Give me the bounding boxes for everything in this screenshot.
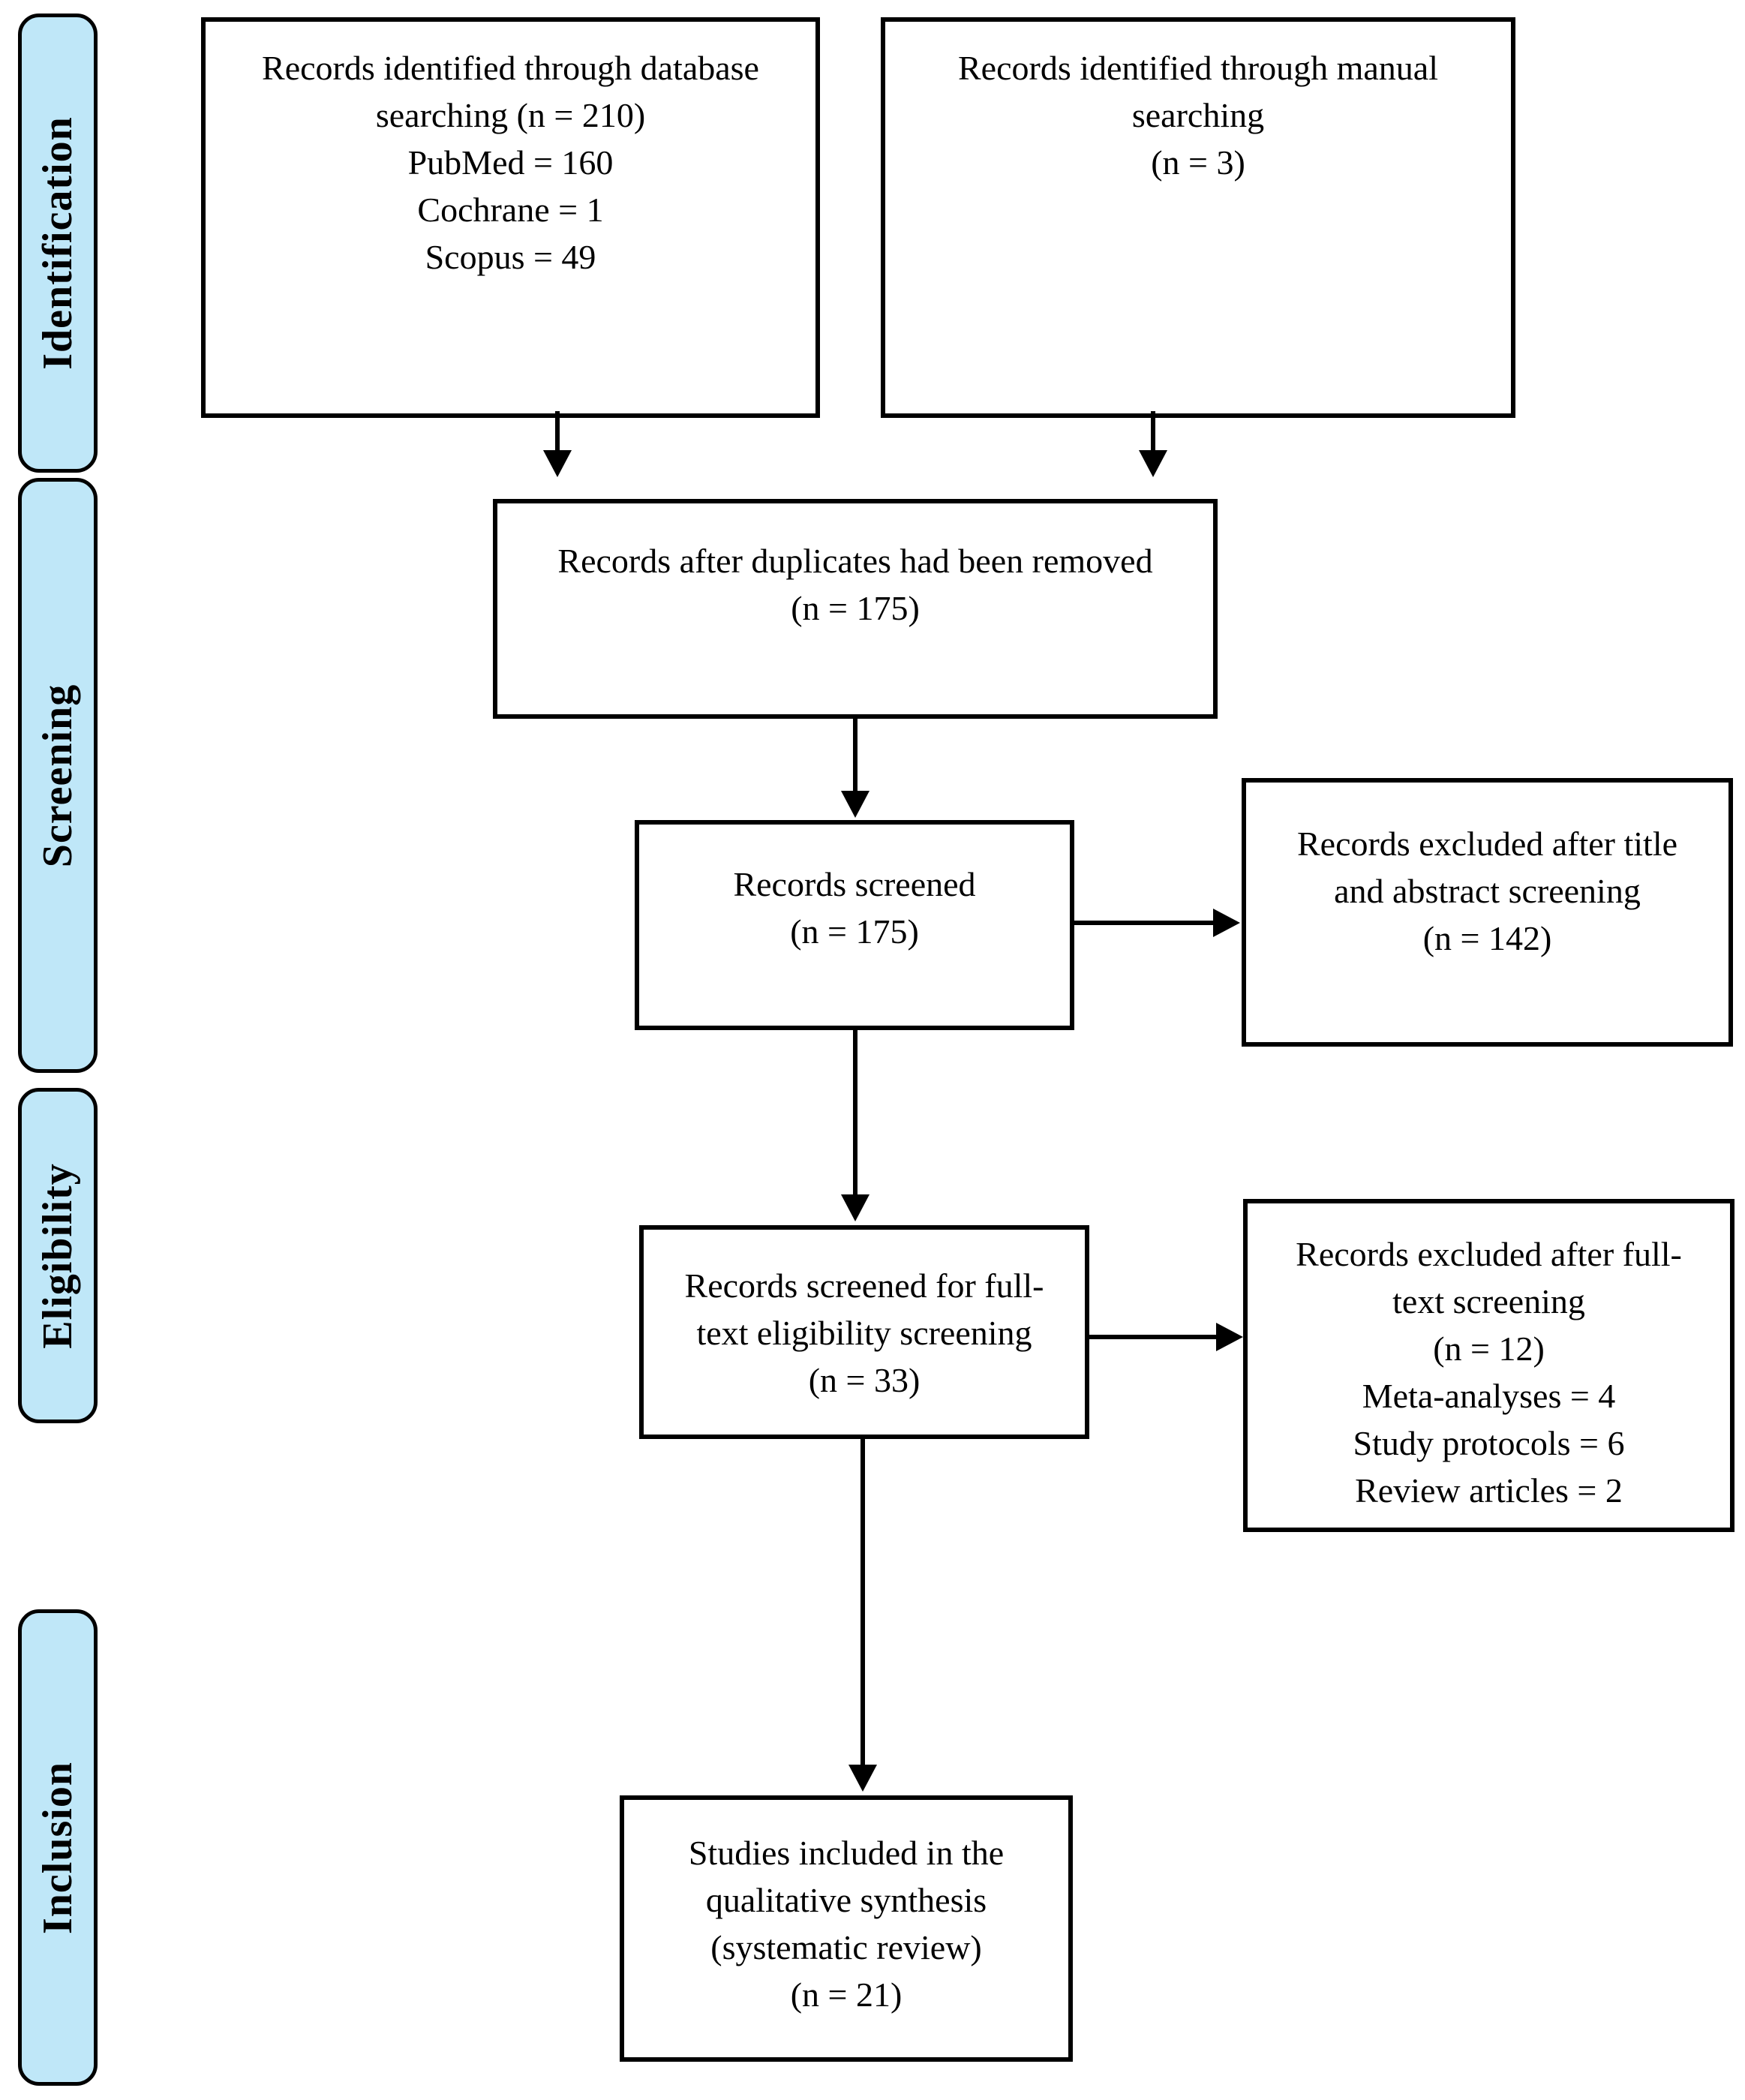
box-records-screened: Records screened (n = 175) <box>635 820 1074 1030</box>
box-duplicates-removed: Records after duplicates had been remove… <box>493 499 1218 719</box>
stage-tab-eligibility: Eligibility <box>18 1088 98 1423</box>
stage-tab-identification-label: Identification <box>35 116 81 370</box>
stage-tab-inclusion: Inclusion <box>18 1609 98 2086</box>
box-manual-search: Records identified through manual search… <box>881 17 1515 418</box>
stage-tab-inclusion-label: Inclusion <box>35 1761 81 1934</box>
box-database-search: Records identified through database sear… <box>201 17 820 418</box>
arrow-fulltext-to-excluded-head-icon <box>1216 1323 1243 1351</box>
stage-tab-eligibility-label: Eligibility <box>35 1162 81 1349</box>
arrow-fulltext-to-excluded-line <box>1089 1335 1216 1339</box>
stage-tab-identification: Identification <box>18 14 98 473</box>
arrow-screened-to-excluded-head-icon <box>1213 909 1240 937</box>
arrow-screened-to-fulltext-line <box>853 1030 857 1197</box>
arrow-fulltext-to-included-head-icon <box>848 1765 877 1792</box>
arrow-screened-to-excluded-line <box>1074 921 1213 925</box>
arrow-manual-to-duplicates-head-icon <box>1139 450 1167 477</box>
box-excluded-title-abstract: Records excluded after title and abstrac… <box>1242 778 1733 1047</box>
arrow-database-to-duplicates-line <box>555 411 560 453</box>
arrow-screened-to-fulltext-head-icon <box>841 1194 869 1221</box>
arrow-duplicates-to-screened-line <box>853 719 857 794</box>
arrow-fulltext-to-included-line <box>860 1439 865 1768</box>
stage-tab-screening: Screening <box>18 478 98 1073</box>
arrow-duplicates-to-screened-head-icon <box>841 791 869 818</box>
box-fulltext-screened: Records screened for full- text eligibil… <box>639 1225 1089 1439</box>
arrow-database-to-duplicates-head-icon <box>543 450 572 477</box>
box-included-studies: Studies included in the qualitative synt… <box>620 1795 1073 2062</box>
arrow-manual-to-duplicates-line <box>1151 411 1155 453</box>
stage-tab-screening-label: Screening <box>35 683 81 867</box>
box-excluded-fulltext: Records excluded after full- text screen… <box>1243 1199 1734 1532</box>
